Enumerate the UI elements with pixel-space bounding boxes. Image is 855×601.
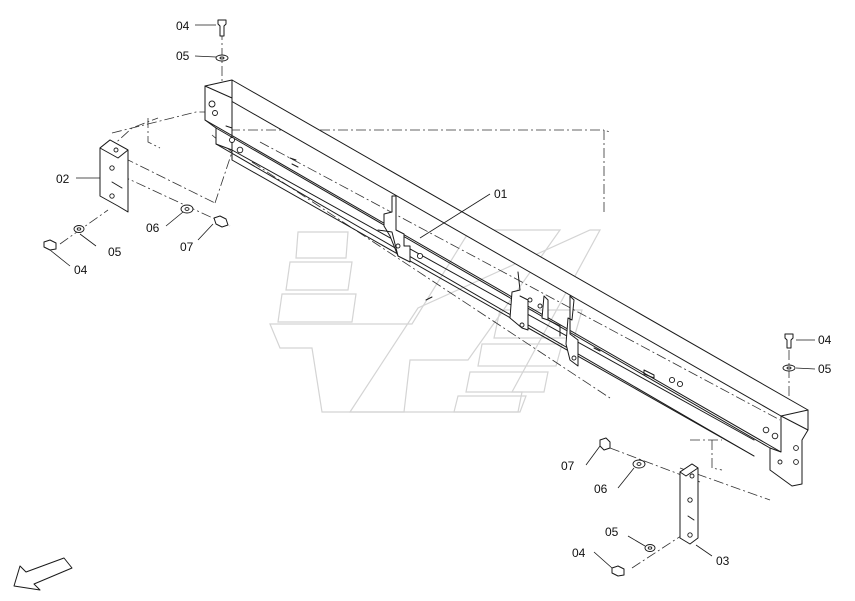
callout-06-left: 06 xyxy=(146,221,160,235)
callout-02: 02 xyxy=(56,172,70,186)
callout-07-left: 07 xyxy=(180,240,194,254)
callout-03: 03 xyxy=(716,554,730,568)
callout-05-bottom: 05 xyxy=(605,525,619,539)
callout-06-right: 06 xyxy=(594,482,608,496)
arrow-down-left-icon xyxy=(13,557,73,591)
callout-05-right: 05 xyxy=(818,362,832,376)
callout-04-right: 04 xyxy=(818,333,832,347)
callout-05-left: 05 xyxy=(108,245,122,259)
callout-labels: 04 05 01 02 06 07 05 04 04 05 07 06 03 0… xyxy=(56,19,832,568)
callout-04-bottom: 04 xyxy=(572,546,586,560)
beam-hook-brackets xyxy=(377,195,579,367)
callout-01: 01 xyxy=(494,187,508,201)
leader-lines xyxy=(49,24,816,569)
cross-beam-part-01 xyxy=(204,79,809,487)
bracket-part-02 xyxy=(99,139,129,213)
callout-05-top: 05 xyxy=(176,49,190,63)
callout-04-top: 04 xyxy=(176,19,190,33)
callout-04-left: 04 xyxy=(74,263,88,277)
bracket-part-03 xyxy=(679,463,699,545)
callout-07-right: 07 xyxy=(561,459,575,473)
